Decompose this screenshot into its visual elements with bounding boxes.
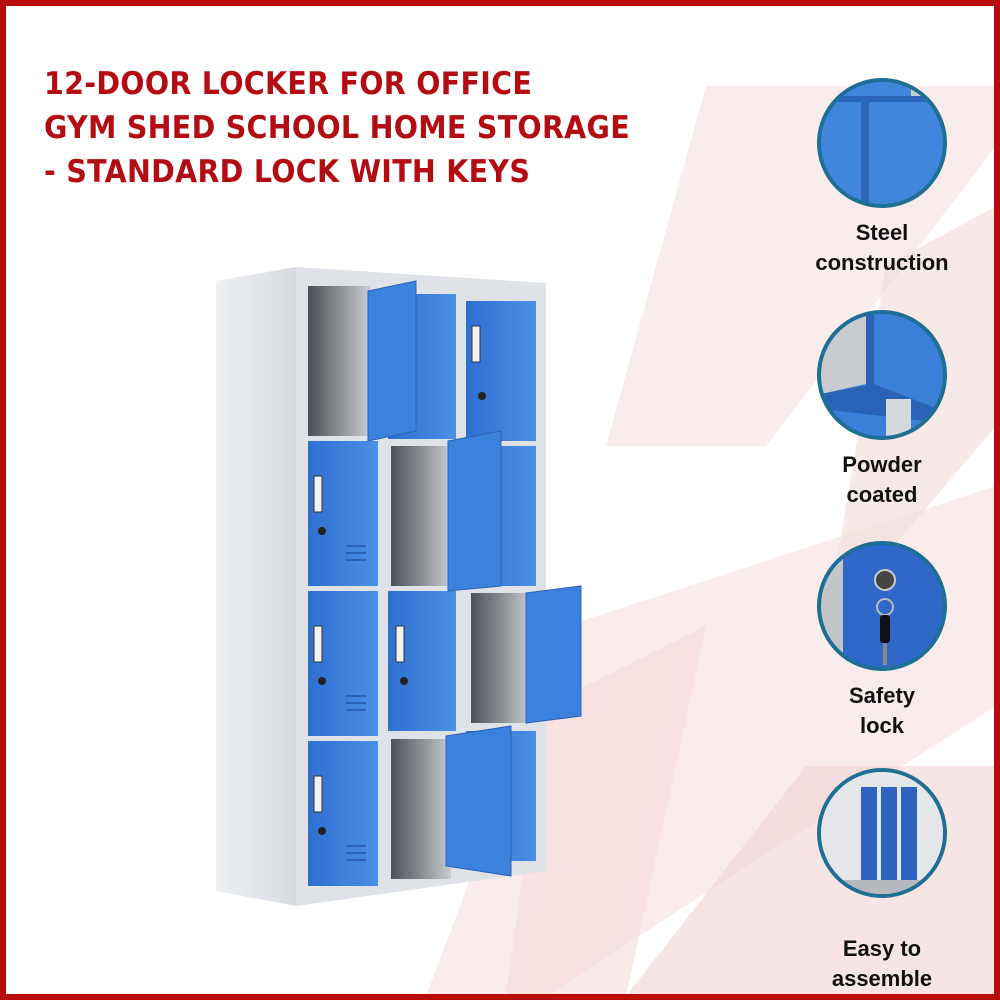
feature-easy-assemble: Easy to assemble (814, 768, 950, 994)
feature-label: Easy to assemble (831, 936, 933, 991)
title-line-3: - STANDARD LOCK WITH KEYS (44, 154, 531, 190)
feature-safety-lock: Safety lock (814, 541, 950, 741)
feature-powder-coated: Powder coated (814, 310, 950, 510)
product-title: 12-DOOR LOCKER FOR OFFICE GYM SHED SCHOO… (44, 62, 725, 194)
title-line-2: GYM SHED SCHOOL HOME STORAGE (44, 110, 630, 146)
easy-assemble-icon (817, 768, 947, 898)
feature-steel-construction: Steel construction (814, 78, 950, 278)
feature-label: Safety lock (848, 683, 916, 738)
safety-lock-icon (817, 541, 947, 671)
feature-label: Steel construction (815, 220, 949, 275)
feature-label: Powder coated (842, 452, 922, 507)
steel-construction-icon (817, 78, 947, 208)
title-line-1: 12-DOOR LOCKER FOR OFFICE (44, 66, 533, 102)
locker-product-image (216, 267, 582, 906)
powder-coated-icon (817, 310, 947, 440)
